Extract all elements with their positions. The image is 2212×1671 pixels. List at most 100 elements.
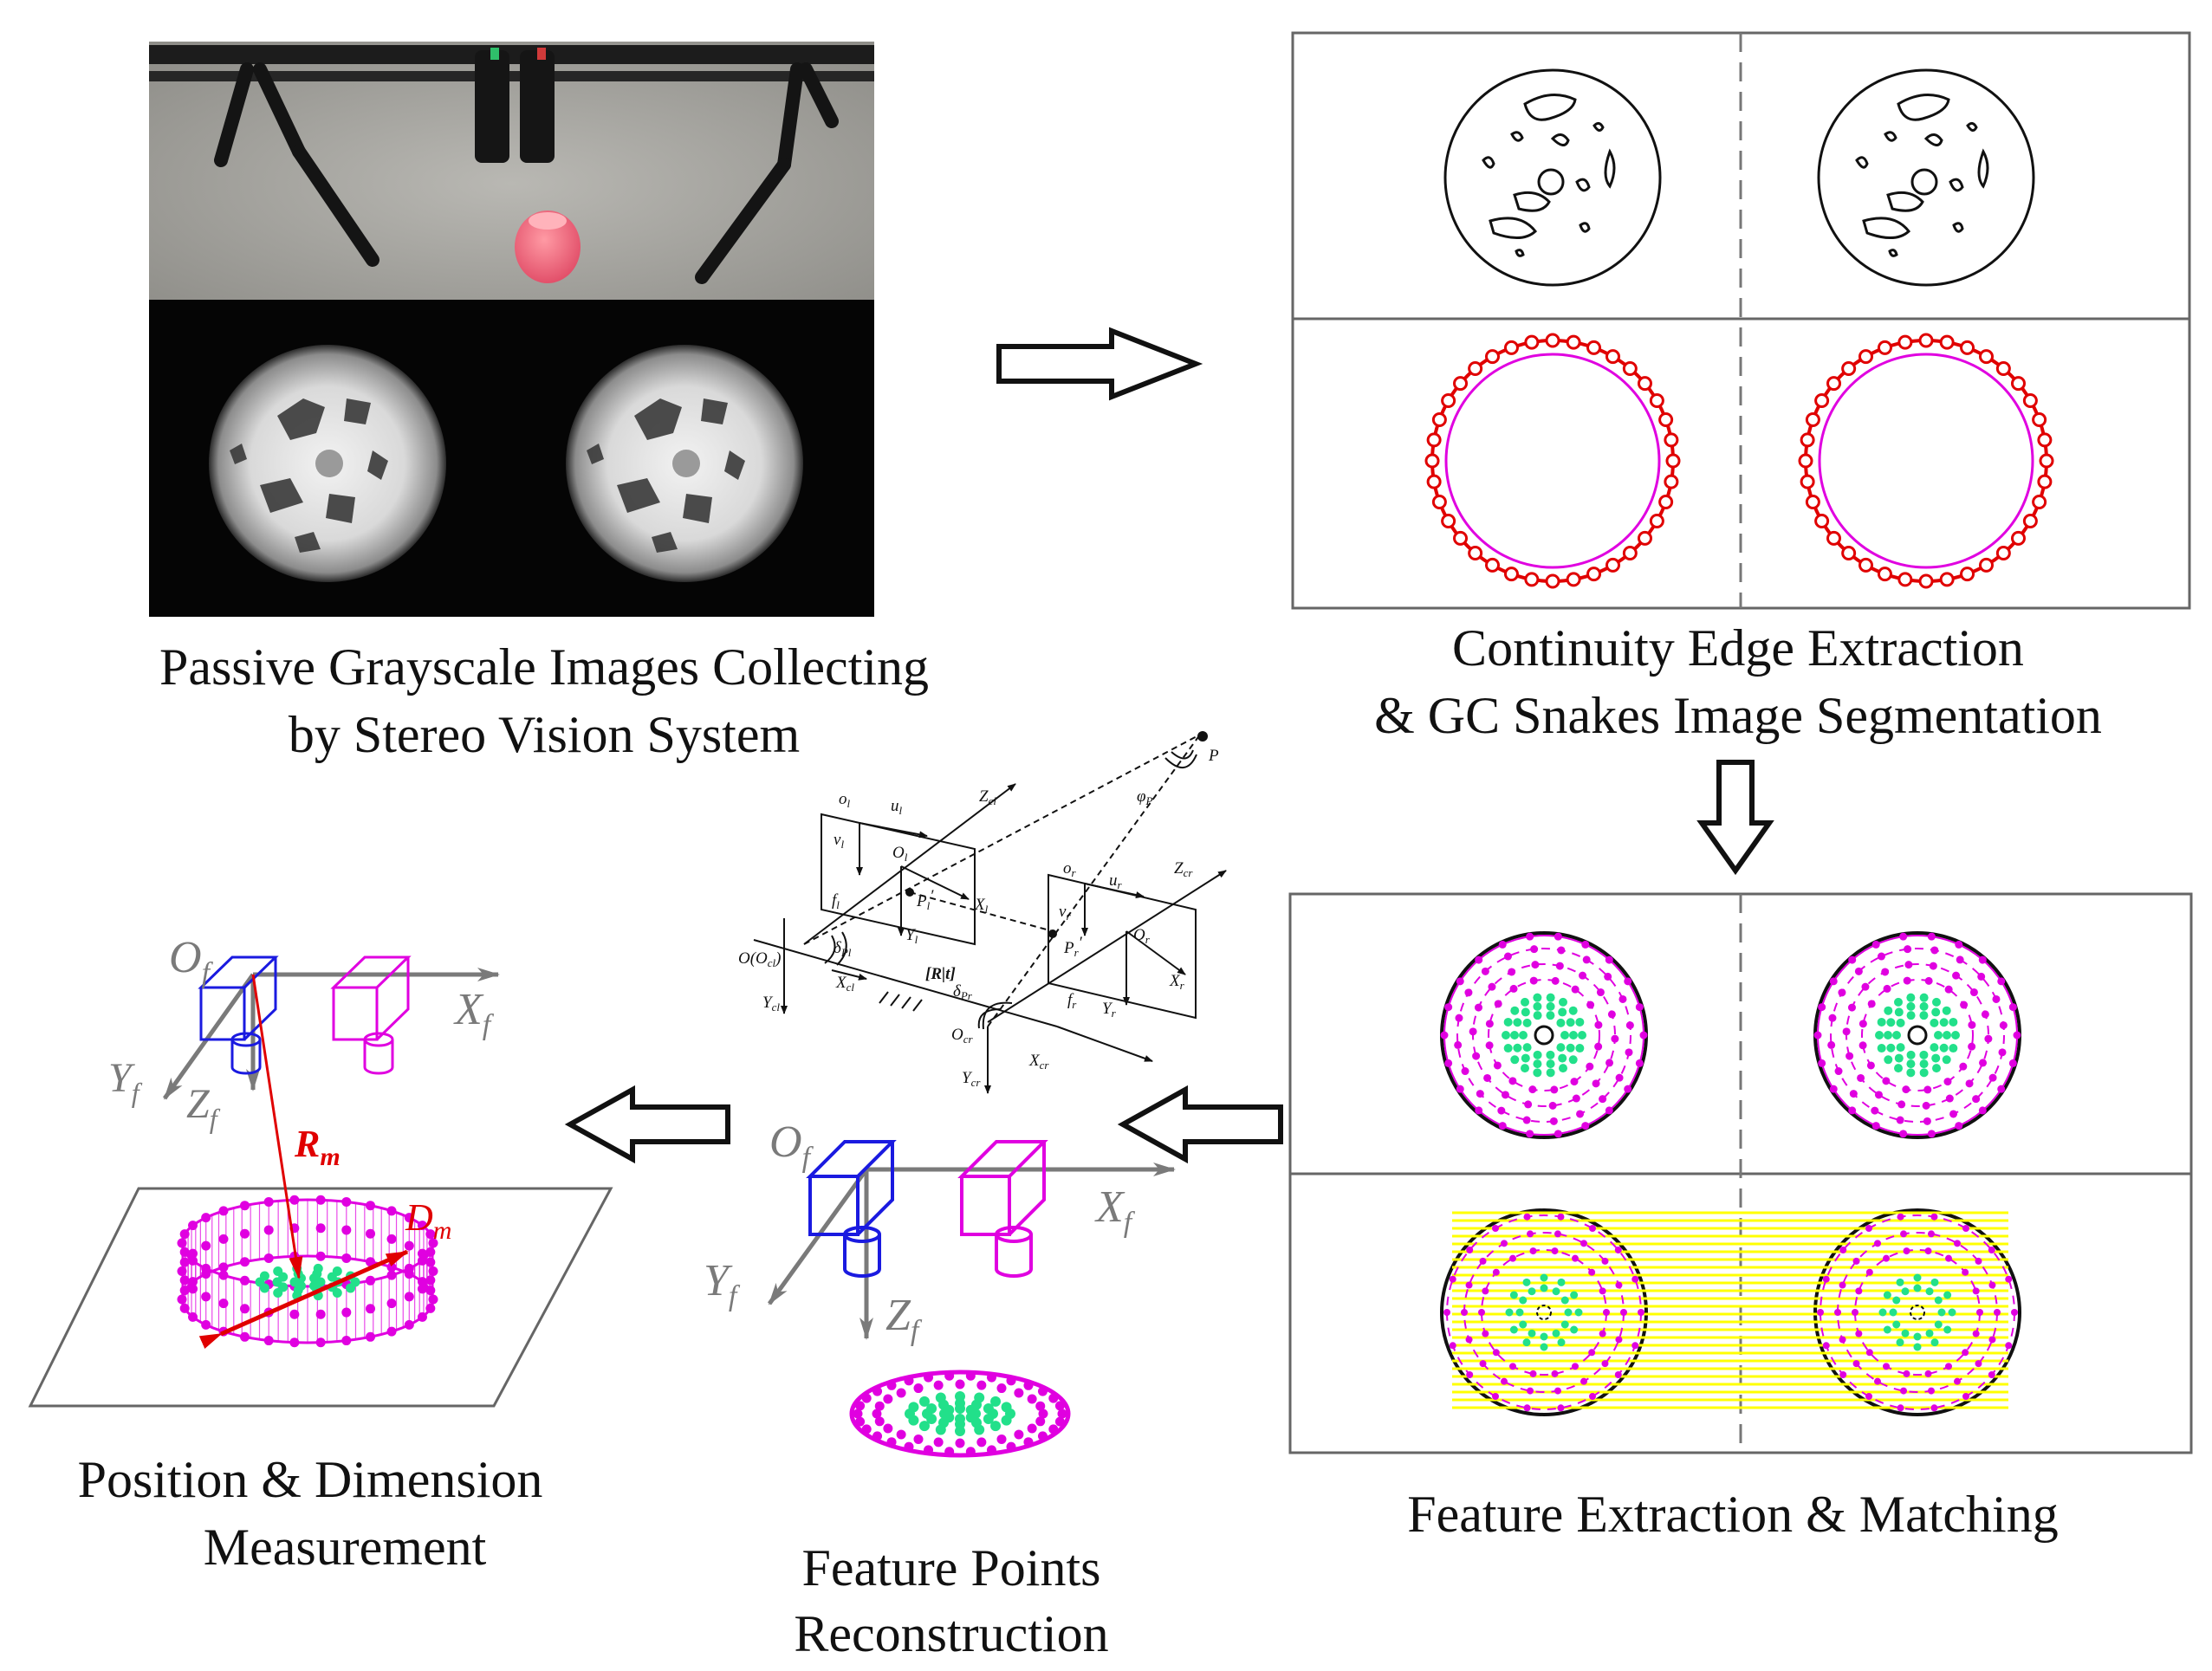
green-feature-point [1906, 1011, 1916, 1020]
magenta-feature-point [913, 1383, 924, 1394]
caption-feature-points-line1: Feature Points [802, 1539, 1101, 1597]
snake-control-point [1503, 567, 1519, 582]
svg-text:ur: ur [1109, 871, 1123, 891]
green-feature-point [1522, 1338, 1531, 1347]
magenta-feature-point [1572, 1094, 1580, 1103]
svg-text:Yf: Yf [704, 1256, 741, 1312]
magenta-feature-point [1581, 940, 1590, 949]
magenta-feature-point [1874, 1377, 1881, 1385]
magenta-feature-point [1603, 1309, 1610, 1316]
green-feature-point [1932, 997, 1941, 1007]
magenta-feature-point [1899, 932, 1908, 941]
snake-control-point [1939, 334, 1955, 350]
svg-text:Ycr: Ycr [962, 1069, 981, 1089]
magenta-feature-point [366, 1228, 375, 1239]
magenta-feature-point [289, 1337, 300, 1348]
magenta-ring [1830, 948, 2005, 1123]
magenta-feature-point [1865, 1225, 1872, 1233]
magenta-feature-point [1465, 1336, 1473, 1344]
magenta-feature-point [417, 1255, 427, 1266]
magenta-feature-point [1551, 976, 1560, 985]
caption-feature-points-line2: Reconstruction [794, 1605, 1108, 1662]
green-feature-point [1503, 1017, 1513, 1027]
magenta-feature-point [1580, 1240, 1587, 1247]
continuity-caption: Continuity Edge Extraction & GC Snakes I… [1374, 619, 2102, 744]
magenta-feature-point [1572, 1254, 1579, 1262]
snake-control-point [1826, 530, 1842, 546]
caption-continuity-line2: & GC Snakes Image Segmentation [1374, 687, 2102, 744]
magenta-feature-point [1482, 1287, 1489, 1295]
magenta-feature-point [1483, 1073, 1492, 1082]
green-feature-point [1001, 1402, 1012, 1413]
magenta-feature-point [1492, 1392, 1499, 1400]
green-feature-point [1505, 1308, 1514, 1317]
magenta-feature-point [1599, 1287, 1606, 1295]
magenta-feature-point [1865, 1392, 1872, 1400]
snake-control-point [1441, 514, 1456, 528]
magenta-feature-point [1479, 1360, 1487, 1368]
magenta-feature-point [425, 1257, 436, 1267]
magenta-feature-point [1882, 1077, 1891, 1085]
snake-control-point [2010, 376, 2026, 392]
green-feature-point [1510, 1006, 1520, 1015]
grayscale-stereo-pair-photo [149, 300, 874, 617]
magenta-feature-point [1501, 1377, 1508, 1385]
magenta-feature-point [263, 1336, 274, 1346]
svg-text:Xf: Xf [453, 985, 495, 1041]
magenta-feature-point [366, 1201, 375, 1211]
green-feature-point [1522, 1043, 1532, 1052]
magenta-feature-point [1579, 971, 1587, 980]
magenta-feature-point [1027, 1423, 1037, 1434]
snake-control-points [1424, 333, 2054, 589]
magenta-feature-point [1631, 1275, 1639, 1283]
green-feature-point [983, 1414, 994, 1424]
magenta-feature-point [1988, 1073, 1997, 1082]
magenta-feature-point [924, 1372, 934, 1383]
green-feature-point [1557, 1338, 1566, 1347]
green-feature-point [1901, 1329, 1910, 1337]
magenta-feature-point [1829, 1085, 1838, 1093]
left-hollow-arrow [1117, 1085, 1283, 1164]
green-feature-point [1559, 997, 1567, 1007]
magenta-feature-point [1927, 1230, 1935, 1238]
magenta-feature-point [425, 1247, 436, 1257]
magenta-feature-point [1625, 1021, 1634, 1030]
magenta-feature-point [874, 1401, 885, 1411]
magenta-feature-point [1631, 1342, 1639, 1350]
magenta-feature-point [263, 1196, 274, 1207]
magenta-feature-point [1865, 1268, 1873, 1276]
stereo-geometry-points [905, 731, 1208, 938]
green-feature-point [1578, 1031, 1586, 1040]
magenta-feature-point [1604, 972, 1612, 981]
magenta-feature-point [1874, 1240, 1881, 1247]
magenta-feature-point [1529, 976, 1538, 985]
magenta-feature-point [404, 1213, 414, 1223]
magenta-feature-point [1852, 1257, 1860, 1265]
snake-control-point [1979, 557, 1994, 573]
magenta-feature-point [933, 1437, 944, 1448]
magenta-feature-point [341, 1307, 352, 1318]
magenta-ring [1456, 948, 1631, 1123]
magenta-feature-point [315, 1223, 326, 1234]
magenta-feature-point [1827, 1040, 1836, 1049]
svg-text:Ol: Ol [892, 844, 908, 864]
magenta-feature-point [1977, 972, 1986, 981]
svg-text:[R|t]: [R|t] [925, 965, 956, 983]
caption-passive-line1: Passive Grayscale Images Collecting [159, 638, 929, 696]
magenta-feature-point [1883, 984, 1891, 993]
measurement-diagram: Of Xf Yf Zf Rm Dm [28, 933, 613, 1408]
svg-text:Zf: Zf [186, 1081, 221, 1134]
magenta-feature-point [1586, 1062, 1594, 1071]
snake-control-point [1426, 474, 1442, 489]
magenta-feature-point [1881, 968, 1890, 976]
green-feature-point [278, 1272, 289, 1282]
green-feature-point [1894, 1064, 1903, 1073]
center-marker [1907, 1025, 1928, 1046]
magenta-feature-point [944, 1370, 955, 1381]
snake-control-point [2032, 495, 2047, 510]
snake-control-point [1566, 334, 1581, 350]
magenta-feature-point [1997, 977, 2006, 986]
snake-control-point [1468, 361, 1483, 377]
magenta-feature-point [1992, 994, 2001, 1003]
